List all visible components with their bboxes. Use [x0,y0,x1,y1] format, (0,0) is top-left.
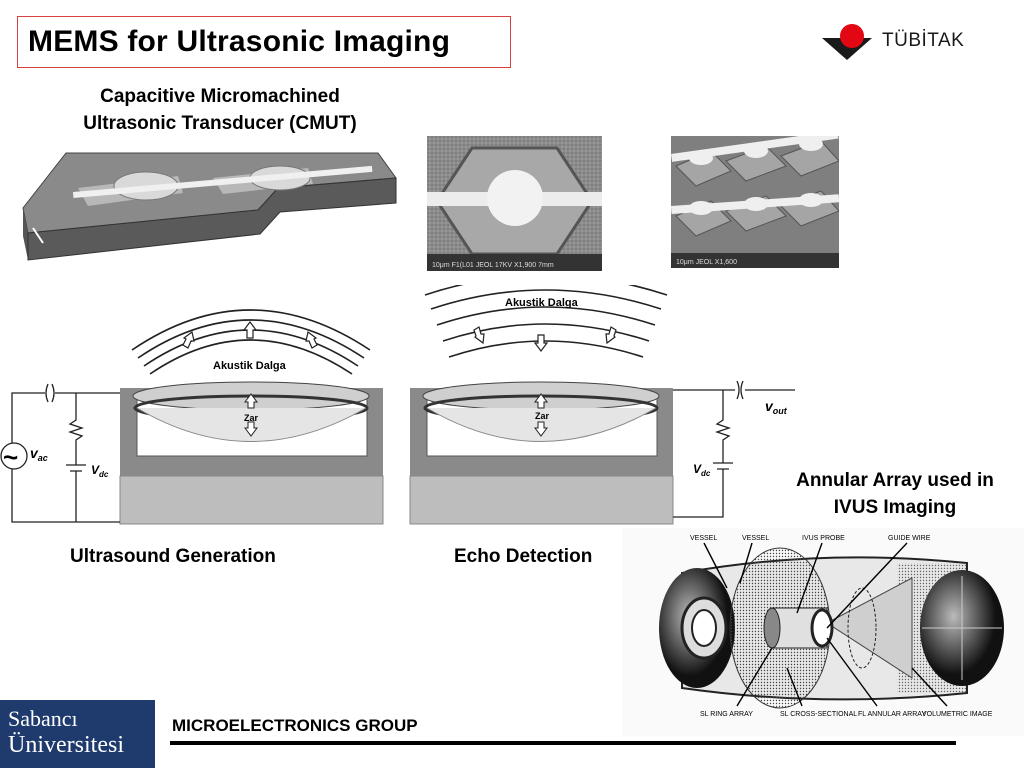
sem-image1-text: 10μm F1(L01 JEOL 17KV X1,900 7mm [432,262,554,269]
ivus-top-labels: VESSEL VESSEL IVUS PROBE GUIDE WIRE [690,535,931,542]
ac-source-symbol: ~ [3,442,18,472]
cmut-label: Capacitive Micromachined Ultrasonic Tran… [40,84,400,137]
sabanci-logo-line2: Üniversitesi [8,732,124,758]
vac-label: vac [30,445,48,463]
sabanci-logo-line1: Sabancı [8,706,78,731]
ivus-bottom-labels: SL RING ARRAY SL CROSS-SECTIONAL FL ANNU… [700,711,993,718]
vout-label: vout [765,398,788,416]
ivus-label-sl-cross-sectional: SL CROSS-SECTIONAL [780,711,857,718]
cmut-label-line2: Ultrasonic Transducer (CMUT) [83,112,357,134]
cmut-label-line1: Capacitive Micromachined [100,86,340,107]
footer-rule [170,741,956,745]
slide-title: MEMS for Ultrasonic Imaging [28,25,451,58]
ivus-label-probe: IVUS PROBE [802,535,845,542]
tubitak-logo [822,24,872,60]
sem-image-hexagon: 10μm F1(L01 JEOL 17KV X1,900 7mm [427,136,602,271]
ivus-label-fl-annular-array: FL ANNULAR ARRAY [858,711,926,718]
acoustic-waves-incoming [424,285,668,358]
ivus-label-sl-ring-array: SL RING ARRAY [700,711,753,718]
generation-caption: Ultrasound Generation [70,546,276,567]
membrane-label: Zar [244,413,259,423]
ultrasound-generation-diagram: Akustik Dalga Zar ~ vac Vdc [0,309,384,525]
ivus-title-line2: IVUS Imaging [833,496,957,518]
ivus-label-vessel-2: VESSEL [742,535,769,542]
ac-source-icon [0,442,28,470]
echo-membrane-label: Zar [535,411,550,421]
ivus-title: Annular Array used in IVUS Imaging [770,468,1020,521]
ivus-label-guide-wire: GUIDE WIRE [888,535,931,542]
wave-arrows-down [473,326,617,352]
slide-title-box: MEMS for Ultrasonic Imaging [17,16,511,68]
sem-image-array: 10μm JEOL X1,600 [671,136,839,268]
generation-circuit [11,383,120,523]
ivus-pointer-lines [703,542,948,707]
wave-label: Akustik Dalga [213,360,287,372]
wave-arrows-up [182,321,318,349]
ivus-label-volumetric-image: VOLUMETRIC IMAGE [922,711,993,718]
footer-group-name: MICROELECTRONICS GROUP [172,716,418,735]
vdc-label: Vdc [91,463,109,479]
ivus-label-vessel-1: VESSEL [690,535,717,542]
echo-detection-diagram: Akustik Dalga Zar vout Vdc [409,285,795,525]
detection-caption: Echo Detection [454,546,593,567]
sabanci-logo: Sabancı Üniversitesi [0,700,155,768]
sem-image2-text: 10μm JEOL X1,600 [676,259,737,266]
tubitak-logo-text: TÜBİTAK [882,30,965,51]
echo-vdc-label: Vdc [693,462,711,478]
cmut-3d-illustration [22,152,397,261]
echo-membrane-arrows [534,393,548,437]
membrane-arrows [244,393,258,437]
detection-circuit [673,380,795,518]
ivus-diagram: VESSEL VESSEL IVUS PROBE GUIDE WIRE SL R… [622,528,1024,736]
echo-wave-label: Akustik Dalga [505,297,579,309]
ivus-title-line1: Annular Array used in [796,470,994,491]
